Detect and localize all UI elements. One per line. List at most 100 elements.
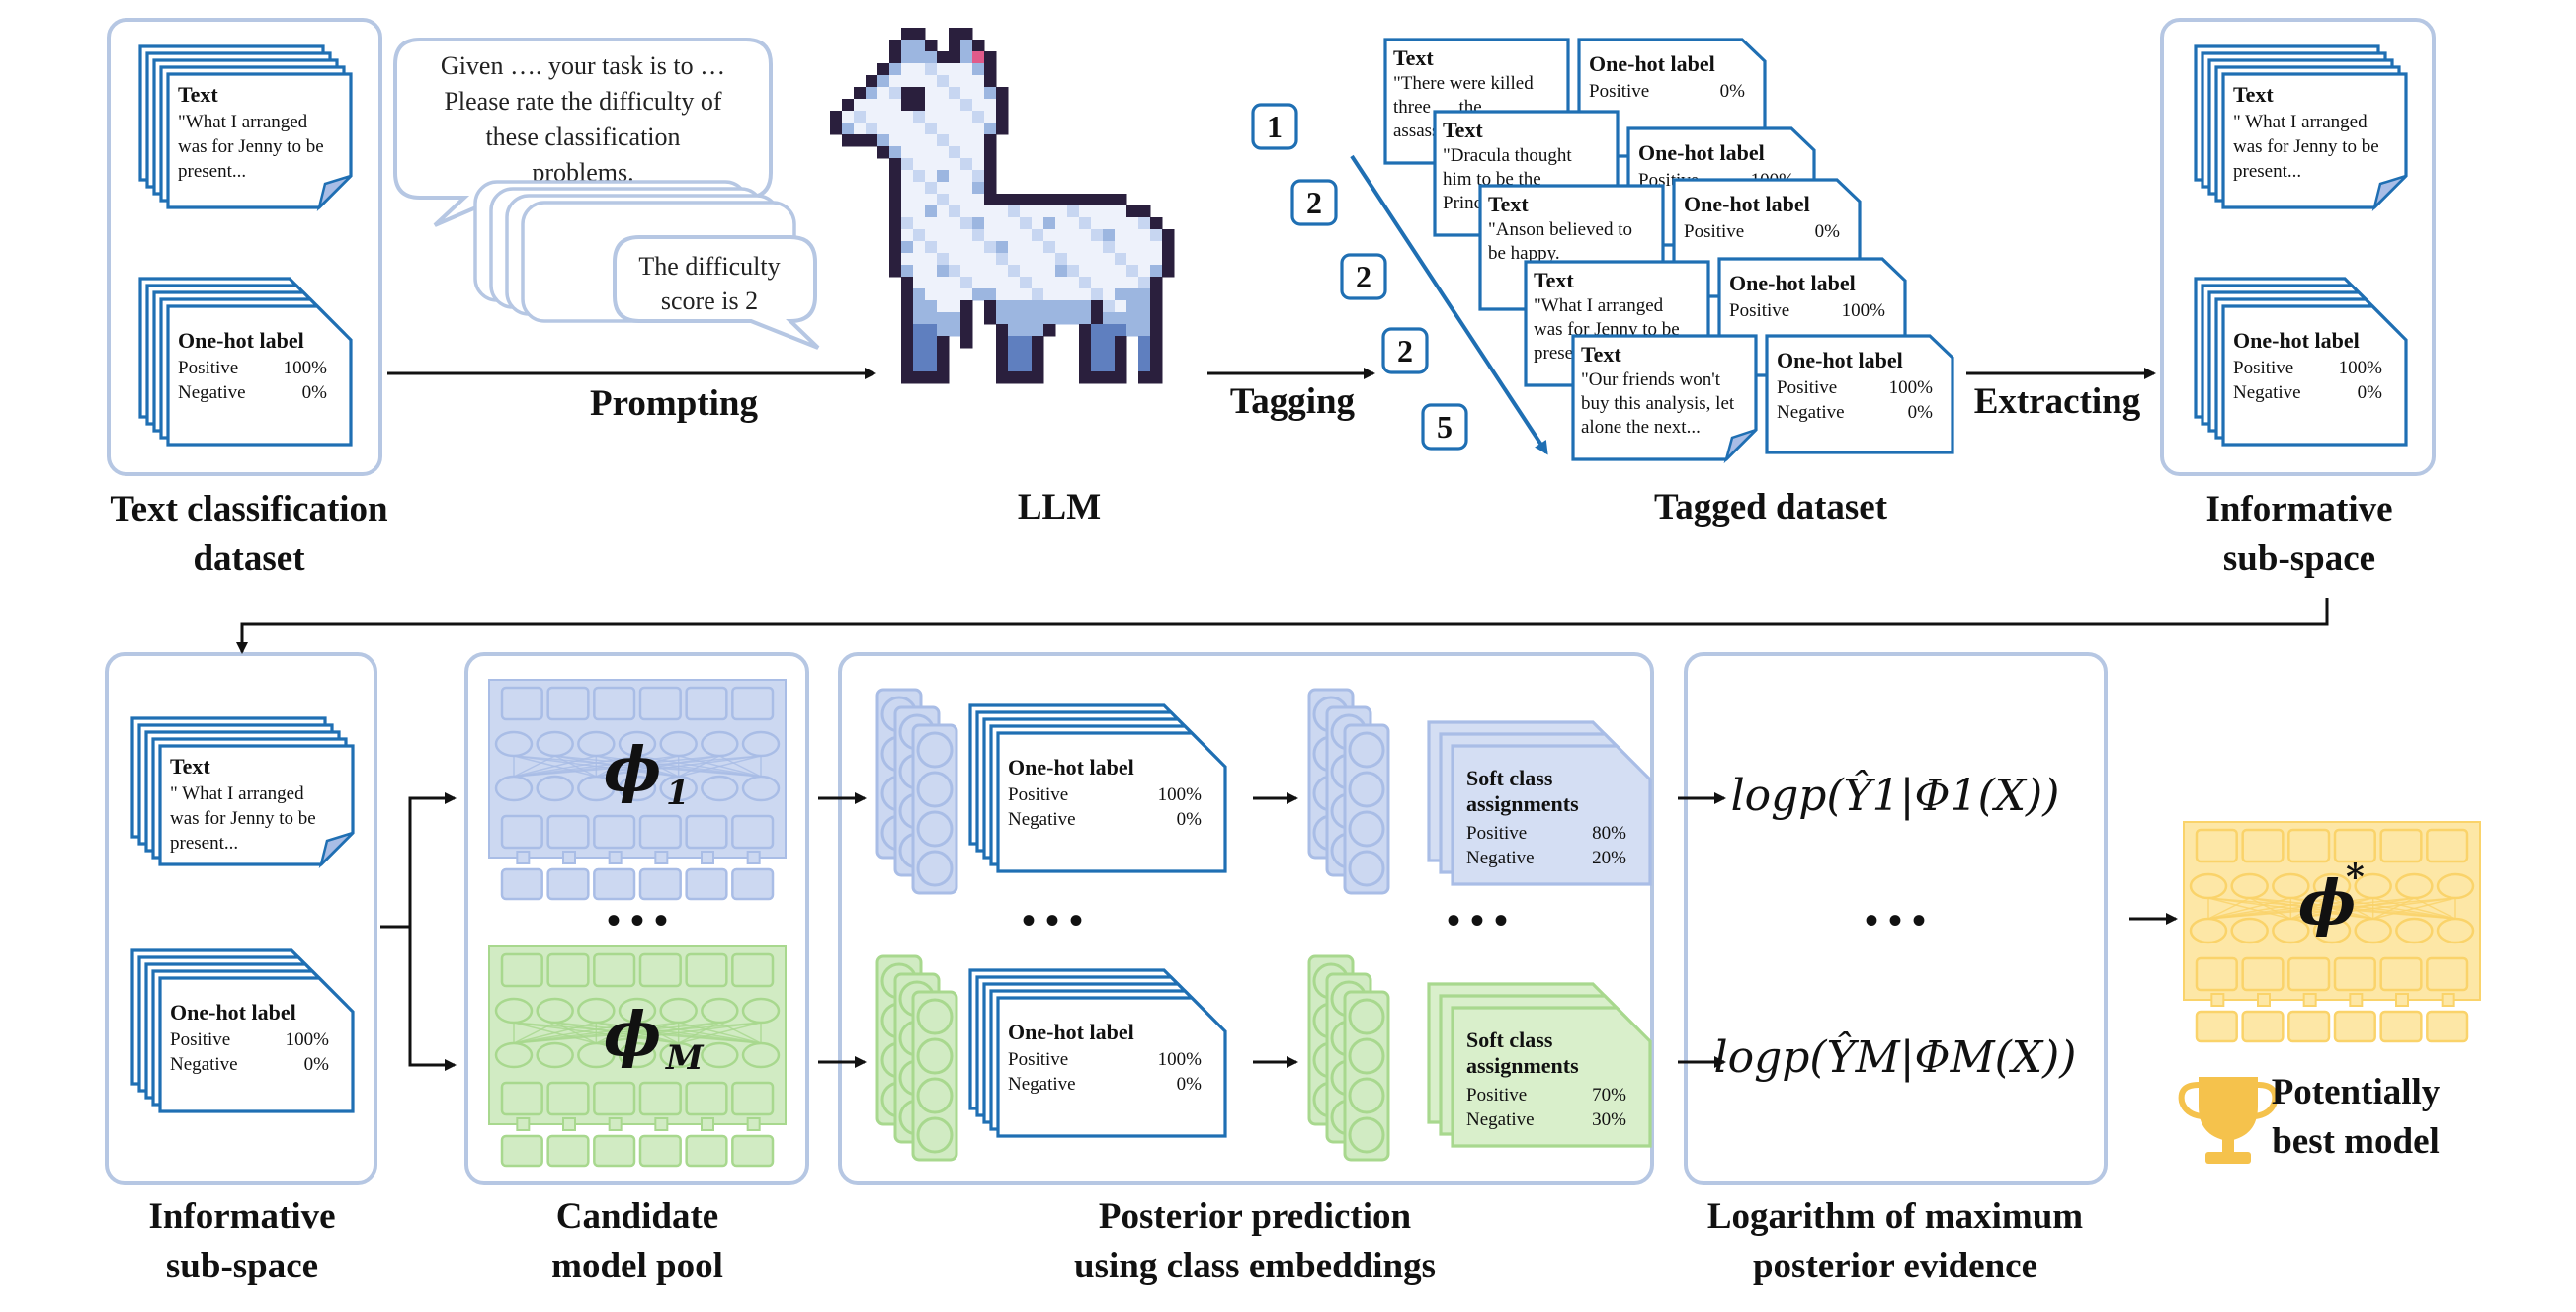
tagged-label-value: 0%: [1815, 221, 1841, 242]
formula-bottom: logp(ŶM|ΦM(X)): [1714, 1030, 2077, 1083]
model-best-output: [2241, 1010, 2285, 1043]
prompt-bubble-line: Given …. your task is to …: [441, 51, 725, 80]
label-informative-bottom: Informative: [148, 1196, 335, 1237]
llama-pixel: [925, 348, 938, 361]
llama-pixel: [1079, 194, 1092, 206]
soft-assign-bottom-front: [1451, 1006, 1652, 1148]
llama-pixel: [949, 158, 961, 171]
llama-pixel: [913, 265, 926, 278]
llama-pixel: [937, 51, 950, 64]
llama-pixel: [1150, 277, 1163, 289]
llama-pixel: [996, 241, 1009, 254]
llama-pixel: [984, 288, 997, 301]
llama-pixel: [996, 348, 1009, 361]
llama-pixel: [937, 253, 950, 266]
model-phi1-node: [618, 775, 657, 802]
difficulty-tag-box: [1290, 179, 1338, 226]
llama-pixel: [1150, 288, 1163, 301]
llama-pixel: [925, 336, 938, 349]
llama-pixel: [1115, 265, 1127, 278]
llama-pixel: [1043, 288, 1056, 301]
llama-pixel: [889, 40, 902, 52]
model-best-block: [2426, 828, 2469, 863]
llama-pixel: [1103, 277, 1116, 289]
tagged-text-heading: Text: [1488, 192, 1529, 216]
llama-pixel: [996, 288, 1009, 301]
llama-pixel: [960, 51, 973, 64]
llama-pixel: [996, 253, 1009, 266]
label-best-model: best model: [2272, 1121, 2440, 1162]
llama-pixel: [1079, 277, 1092, 289]
llama-pixel: [937, 123, 950, 135]
dataset-label-doc-heading: One-hot label: [178, 328, 304, 353]
llama-pixel: [877, 134, 890, 147]
llama-pixel: [1055, 205, 1068, 218]
embed-left-bottom-cell: [916, 1116, 954, 1154]
llama-pixel: [854, 87, 867, 100]
llama-pixel: [925, 277, 938, 289]
llama-pixel: [901, 87, 914, 100]
tagged-text-heading: Text: [1534, 268, 1574, 292]
llama-pixel: [1126, 205, 1139, 218]
tagged-text-line: alone the next...: [1581, 417, 1701, 438]
llama-pixel: [1115, 194, 1127, 206]
llama-pixel: [1008, 241, 1021, 254]
tagged-text-line: "Our friends won't: [1581, 369, 1721, 390]
llama-pixel: [925, 253, 938, 266]
soft-assign-bottom-class: Positive: [1466, 1085, 1527, 1106]
text-classification-panel: [107, 18, 382, 476]
llama-pixel: [1020, 194, 1033, 206]
llama-pixel: [1079, 229, 1092, 242]
llama-pixel: [960, 324, 973, 337]
llama-pixel: [901, 40, 914, 52]
llama-pixel: [996, 111, 1009, 123]
llama-pixel: [901, 111, 914, 123]
posterior-onehot-bottom-front: [996, 996, 1227, 1138]
llama-pixel: [1043, 205, 1056, 218]
llama-pixel: [960, 28, 973, 41]
phiM-symbol: ϕ: [604, 998, 661, 1070]
llama-pixel: [960, 312, 973, 325]
llama-pixel: [901, 170, 914, 183]
llama-pixel: [1043, 277, 1056, 289]
llama-pixel: [937, 277, 950, 289]
arrow-split-bottom: [408, 927, 457, 1071]
llama-pixel: [937, 134, 950, 147]
llama-pixel: [1043, 265, 1056, 278]
dataset-label-doc-class: Negative: [178, 382, 246, 403]
llama-pixel: [1138, 300, 1151, 313]
llama-pixel: [1115, 312, 1127, 325]
llama-pixel: [1055, 229, 1068, 242]
llama-pixel: [1067, 241, 1080, 254]
llama-pixel: [996, 87, 1009, 100]
llama-pixel: [996, 300, 1009, 313]
llama-pixel: [889, 146, 902, 159]
model-phi1-block: [593, 814, 636, 850]
model-phiM-block: [500, 1081, 543, 1116]
llama-pixel: [1055, 253, 1068, 266]
model-phiM-edge: [678, 1022, 762, 1044]
llama-pixel: [901, 134, 914, 147]
llama-pixel: [1103, 205, 1116, 218]
llama-pixel: [1150, 312, 1163, 325]
subspace-bottom-label-doc-front: [158, 976, 355, 1113]
phiM-symbol-subscript: M: [665, 1038, 705, 1078]
llama-pixel: [1091, 194, 1104, 206]
model-phi1-connector: [746, 851, 761, 864]
tagged-label-heading: One-hot label: [1729, 271, 1856, 295]
tagged-label-class: Positive: [1589, 81, 1649, 102]
llama-pixel: [972, 75, 985, 88]
model-best-connector: [2441, 993, 2455, 1007]
llama-pixel: [949, 170, 961, 183]
llama-pixel: [996, 360, 1009, 372]
subspace-bottom-text-doc-line: present...: [170, 833, 238, 854]
model-phiM-output: [500, 1134, 543, 1168]
llama-pixel: [913, 277, 926, 289]
subspace-text-doc-line: present...: [2233, 161, 2301, 182]
llama-pixel: [1115, 336, 1127, 349]
llama-pixel: [1079, 360, 1092, 372]
model-phiM-connector: [516, 1117, 531, 1131]
model-phiM-block: [638, 952, 682, 988]
